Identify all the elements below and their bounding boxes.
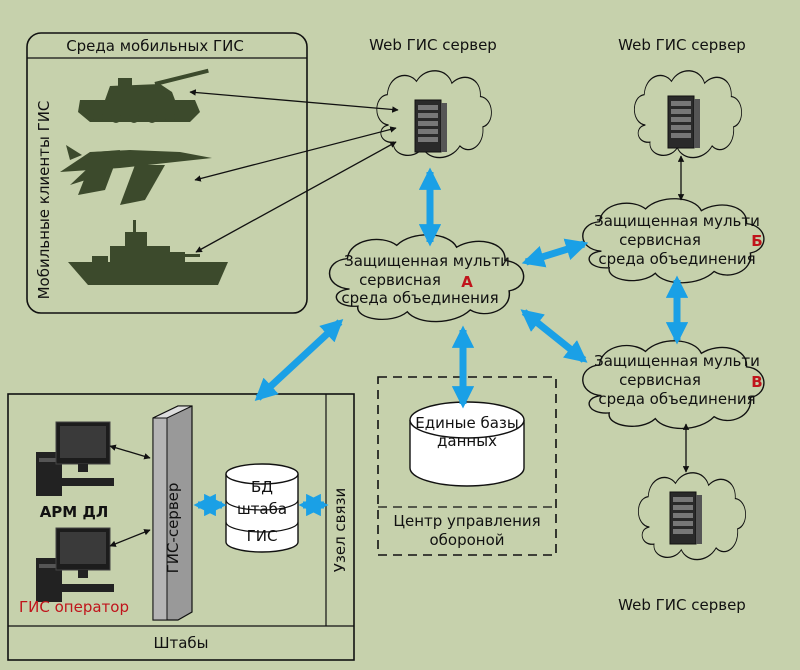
hq-bottom-label: Штабы — [153, 634, 208, 652]
tank-icon — [78, 68, 209, 123]
server-rack-icon — [669, 491, 703, 545]
cloud-b-line2: сервисная — [619, 231, 701, 249]
hq-db-line2: штаба — [237, 500, 287, 518]
hq-db-line1: БД — [251, 478, 273, 496]
gis-server-label: ГИС-сервер — [164, 483, 182, 574]
cloud-a-line2: сервисная — [359, 271, 441, 289]
hq-frame — [7, 393, 355, 661]
ship-icon — [68, 220, 228, 285]
web-server-label-top-right: Web ГИС сервер — [618, 36, 746, 54]
cloud-v-letter: В — [751, 373, 762, 391]
gis-operator-label: ГИС оператор — [19, 598, 129, 616]
aircraft-icon — [60, 145, 212, 205]
cloud-v-line2: сервисная — [619, 371, 701, 389]
db-line1: Единые базы — [415, 414, 519, 432]
defense-center-line2: обороной — [429, 531, 504, 549]
cloud-a-line3: среда объединения — [341, 289, 498, 307]
server-rack-icon — [414, 99, 448, 153]
hq-db-line3: ГИС — [247, 527, 278, 545]
web-server-label-top-left: Web ГИС сервер — [369, 36, 497, 54]
black-connectors — [109, 89, 690, 547]
server-rack-icon — [667, 95, 701, 149]
cloud-b-letter: Б — [751, 232, 762, 250]
comm-node-label: Узел связи — [331, 488, 349, 573]
database-icon — [409, 401, 525, 487]
arm-label: АРМ ДЛ — [40, 503, 109, 521]
mobile-env-title: Среда мобильных ГИС — [66, 37, 244, 55]
db-line2: данных — [437, 432, 497, 450]
hq-database-icon — [225, 463, 299, 553]
workstation-icon — [35, 527, 115, 603]
cloud-b-line1: Защищенная мульти — [594, 212, 760, 230]
cloud-v-line3: среда объединения — [598, 390, 755, 408]
mobile-clients-label: Мобильные клиенты ГИС — [35, 101, 53, 300]
defense-center-frame — [377, 376, 557, 556]
cloud-v-line1: Защищенная мульти — [594, 352, 760, 370]
defense-center-line1: Центр управления — [393, 512, 540, 530]
blue-connectors — [193, 167, 689, 517]
cloud-b-line3: среда объединения — [598, 250, 755, 268]
cloud-a-line1: Защищенная мульти — [344, 252, 510, 270]
gis-server-box — [152, 405, 193, 621]
cloud-a-letter: А — [461, 273, 473, 291]
web-server-label-bottom-right: Web ГИС сервер — [618, 596, 746, 614]
workstation-icon — [35, 421, 115, 497]
